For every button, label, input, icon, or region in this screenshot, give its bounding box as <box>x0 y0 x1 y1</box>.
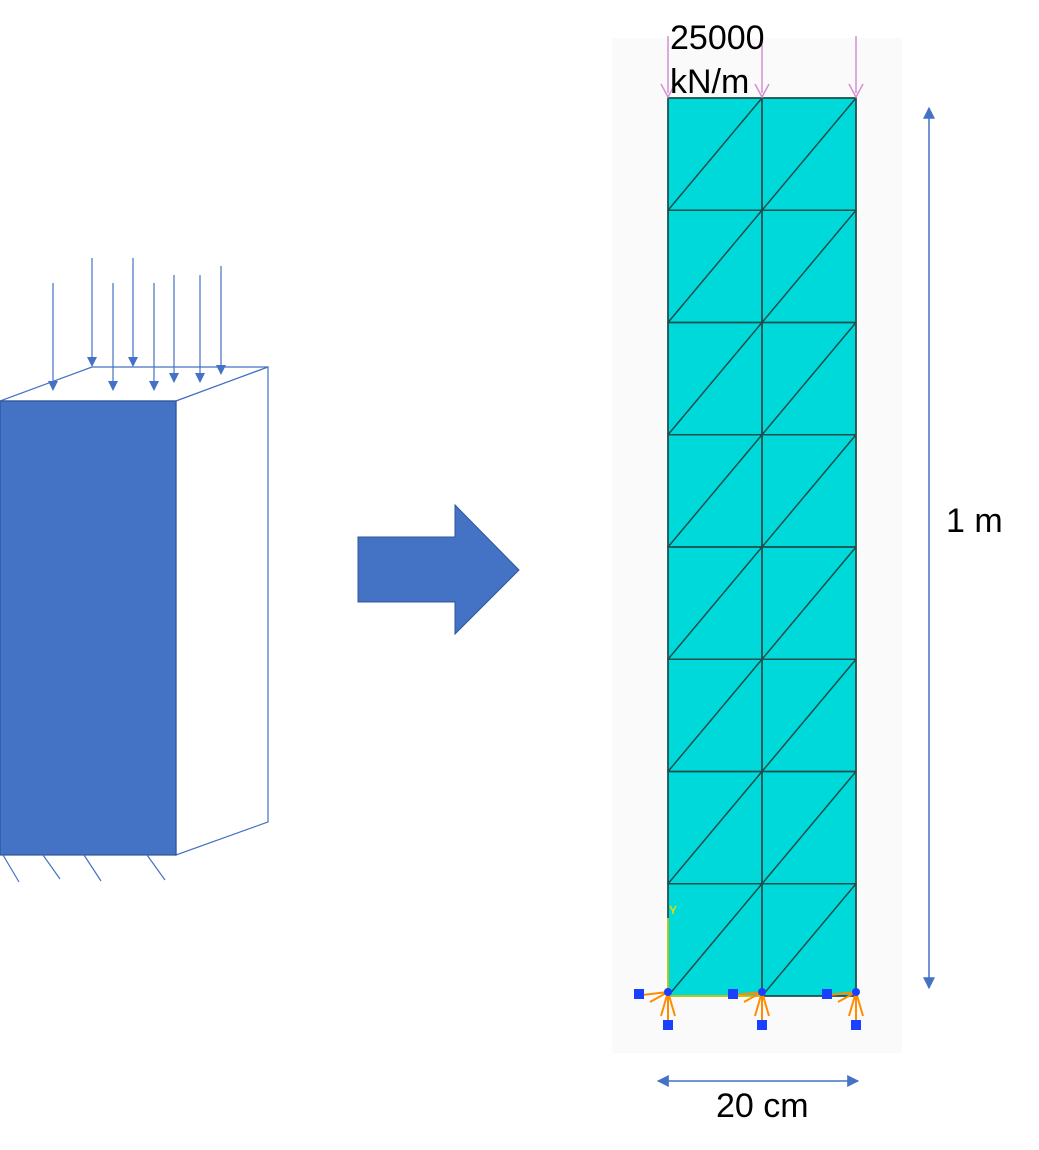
column-3d-sketch <box>0 258 269 883</box>
width-label: 20 cm <box>716 1087 809 1125</box>
fixed-support-icon <box>728 988 770 1030</box>
load-value-label: 25000 <box>670 19 765 57</box>
mesh-diagonal <box>667 97 763 211</box>
mesh-diagonal <box>667 322 763 436</box>
mesh-diagonal <box>667 658 763 772</box>
height-label: 1 m <box>946 502 1003 540</box>
downward-load-arrow-icon <box>660 83 676 99</box>
mesh-diagonal <box>761 97 857 211</box>
load-unit-label: kN/m <box>670 63 749 101</box>
mesh-diagonal <box>761 658 857 772</box>
block-arrow-right-icon <box>357 503 520 636</box>
mesh-grid <box>667 97 857 997</box>
fe-model: 25000 kN/m <box>612 19 902 1053</box>
width-dimension: 20 cm <box>656 1075 860 1125</box>
mesh-diagonal <box>761 209 857 323</box>
block-side-face <box>175 366 269 856</box>
mesh-diagonal <box>761 322 857 436</box>
fixed-support-icon <box>822 988 864 1030</box>
mesh-diagonal <box>667 883 763 997</box>
mesh-diagonal <box>761 771 857 885</box>
mesh-diagonal <box>667 546 763 660</box>
axis-marker <box>667 905 760 997</box>
mesh-element <box>761 883 857 997</box>
ground-hatch <box>2 854 166 883</box>
supports <box>634 988 864 1030</box>
distributed-load-arrows <box>48 258 226 391</box>
mesh-diagonal <box>667 771 763 885</box>
downward-load-arrow-icon <box>848 83 864 99</box>
mesh-diagonal <box>667 434 763 548</box>
fixed-support-icon <box>634 988 676 1030</box>
downward-load-arrow-icon <box>754 83 770 99</box>
block-front-face <box>0 400 177 856</box>
height-dimension: 1 m <box>923 106 1003 990</box>
mesh-diagonal <box>761 546 857 660</box>
applied-load <box>660 36 864 99</box>
mesh-diagonal <box>667 209 763 323</box>
mesh-diagonal <box>761 434 857 548</box>
mesh-diagonal <box>761 883 857 997</box>
